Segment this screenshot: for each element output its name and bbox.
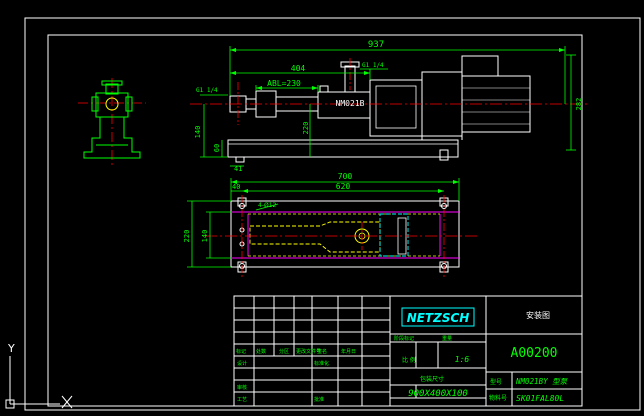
row-design: 设计	[237, 360, 247, 367]
plan-dim-arrows	[231, 180, 459, 193]
weight-label: 重量	[442, 335, 452, 342]
stage-label: 阶段标记	[394, 335, 414, 342]
title-block	[233, 295, 583, 407]
revision-labels: 标记 处数 分区 更改文件号 签名 年月日 设计 标准化 审核 工艺 批准 阶段…	[236, 335, 452, 403]
package-value: 900X400X100	[408, 389, 468, 399]
port-size-top: G1 1/4	[362, 62, 384, 69]
dim-plan-140: 140	[201, 230, 209, 243]
outer-border	[24, 17, 641, 411]
dim-40: 40	[232, 183, 240, 191]
netzsch-logo: NETZSCH	[401, 307, 475, 327]
dim-41: 41	[234, 165, 242, 173]
row-std: 标准化	[314, 360, 329, 367]
drawing-title: 安装图	[526, 310, 550, 320]
dim-60: 60	[213, 144, 221, 152]
col-date: 年月日	[341, 348, 356, 355]
elevation-dim-arrows	[230, 48, 565, 90]
dim-plan-220: 220	[183, 230, 191, 243]
col-mark: 标记	[236, 348, 246, 355]
scale-label: 比 例	[402, 356, 416, 364]
col-count: 处数	[256, 348, 266, 355]
model-tag-elevation: NM021B	[336, 99, 365, 108]
elevation-view	[190, 55, 590, 163]
code-value: SK01FAL80L	[516, 394, 564, 403]
package-label: 包装尺寸	[420, 375, 444, 383]
ucs-y-label: Y	[7, 342, 15, 355]
col-doc: 更改文件号	[296, 348, 321, 355]
row-process: 工艺	[237, 397, 247, 403]
ucs-icon	[5, 356, 73, 409]
dim-220: 220	[302, 122, 310, 135]
dim-overall-length: 937	[368, 40, 384, 50]
dim-700: 700	[338, 172, 353, 181]
logo-text: NETZSCH	[407, 311, 470, 325]
dim-abl: ABL=230	[267, 79, 301, 88]
model-label: 型号	[490, 378, 502, 386]
end-view	[78, 78, 146, 168]
scale-value: 1:6	[455, 355, 470, 364]
drawing-number: A00200	[511, 346, 558, 361]
dim-620: 620	[336, 182, 351, 191]
col-zone: 分区	[279, 348, 289, 355]
dim-140: 140	[194, 126, 202, 139]
code-label: 物料号	[489, 394, 507, 402]
plan-dimensions	[187, 178, 460, 268]
plan-view	[205, 195, 480, 278]
hole-note: 4-Ø12	[258, 202, 277, 209]
row-check: 审核	[237, 384, 247, 391]
dim-282: 282	[575, 98, 583, 111]
dim-404: 404	[291, 64, 306, 73]
model-value: NM021BY 型泵	[515, 377, 569, 386]
elevation-dimensions	[200, 46, 576, 167]
col-sign: 签名	[317, 348, 327, 355]
row-approve: 批准	[314, 396, 324, 403]
port-size-left: G1 1/4	[196, 87, 218, 94]
